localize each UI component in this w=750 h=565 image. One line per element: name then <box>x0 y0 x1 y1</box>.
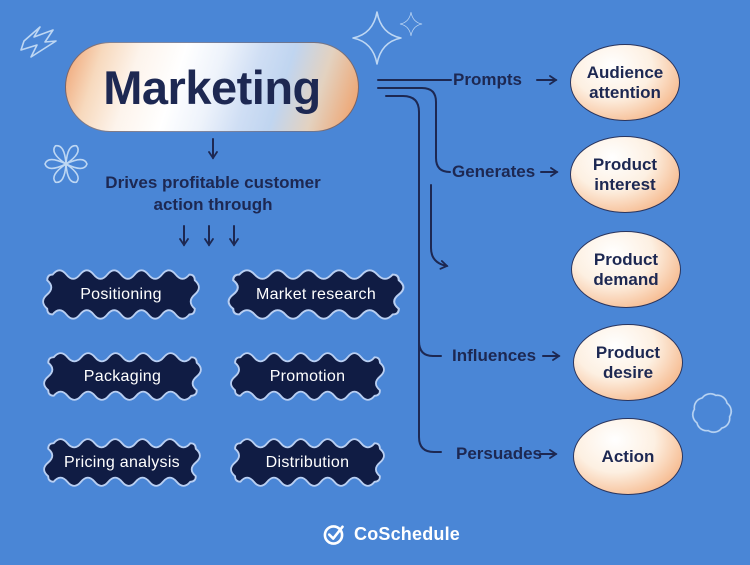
flower-icon <box>44 144 88 184</box>
verb-generates: Generates <box>452 162 536 181</box>
badge-label: Promotion <box>269 367 346 385</box>
page-title: Marketing <box>103 60 321 114</box>
logo-check-icon <box>323 525 344 545</box>
connector-influences <box>418 340 442 357</box>
coschedule-logo: CoSchedule <box>322 520 460 548</box>
badge-pricing-analysis: Pricing analysis <box>40 435 204 490</box>
badge-promotion: Promotion <box>227 349 388 404</box>
ellipse-product-interest: Product interest <box>570 136 680 213</box>
badge-label: Packaging <box>83 367 162 385</box>
connector-product-demand <box>430 184 449 270</box>
marketing-pill: Marketing <box>65 42 359 132</box>
ellipse-label: Product demand <box>593 249 659 289</box>
squiggle-icon <box>20 26 57 58</box>
sparkle-large-icon <box>352 11 402 65</box>
ellipse-label: Product desire <box>595 342 661 382</box>
ellipse-product-demand: Product demand <box>571 231 681 308</box>
brand-name: CoSchedule <box>354 523 461 544</box>
connector-generates <box>377 87 451 173</box>
ellipse-product-desire: Product desire <box>573 324 683 401</box>
badge-label: Pricing analysis <box>64 453 180 471</box>
scalloped-blob-icon <box>692 393 732 433</box>
badge-positioning: Positioning <box>39 266 203 323</box>
badge-distribution: Distribution <box>227 435 388 490</box>
verb-influences: Influences <box>452 346 537 365</box>
badge-market-research: Market research <box>224 266 408 323</box>
badge-label: Positioning <box>80 285 162 303</box>
verb-persuades: Persuades <box>456 444 542 463</box>
badge-label: Distribution <box>265 453 350 471</box>
verb-prompts: Prompts <box>453 70 522 89</box>
ellipse-label: Product interest <box>592 154 658 194</box>
sparkle-small-icon <box>399 11 423 37</box>
ellipse-action: Action <box>573 418 683 495</box>
ellipse-label: Action <box>601 446 655 466</box>
badge-label: Market research <box>255 285 377 303</box>
ellipse-label: Audience attention <box>586 62 664 102</box>
ellipse-audience-attention: Audience attention <box>570 44 680 121</box>
badge-packaging: Packaging <box>40 349 205 404</box>
subtitle: Drives profitable customer action throug… <box>105 173 321 214</box>
